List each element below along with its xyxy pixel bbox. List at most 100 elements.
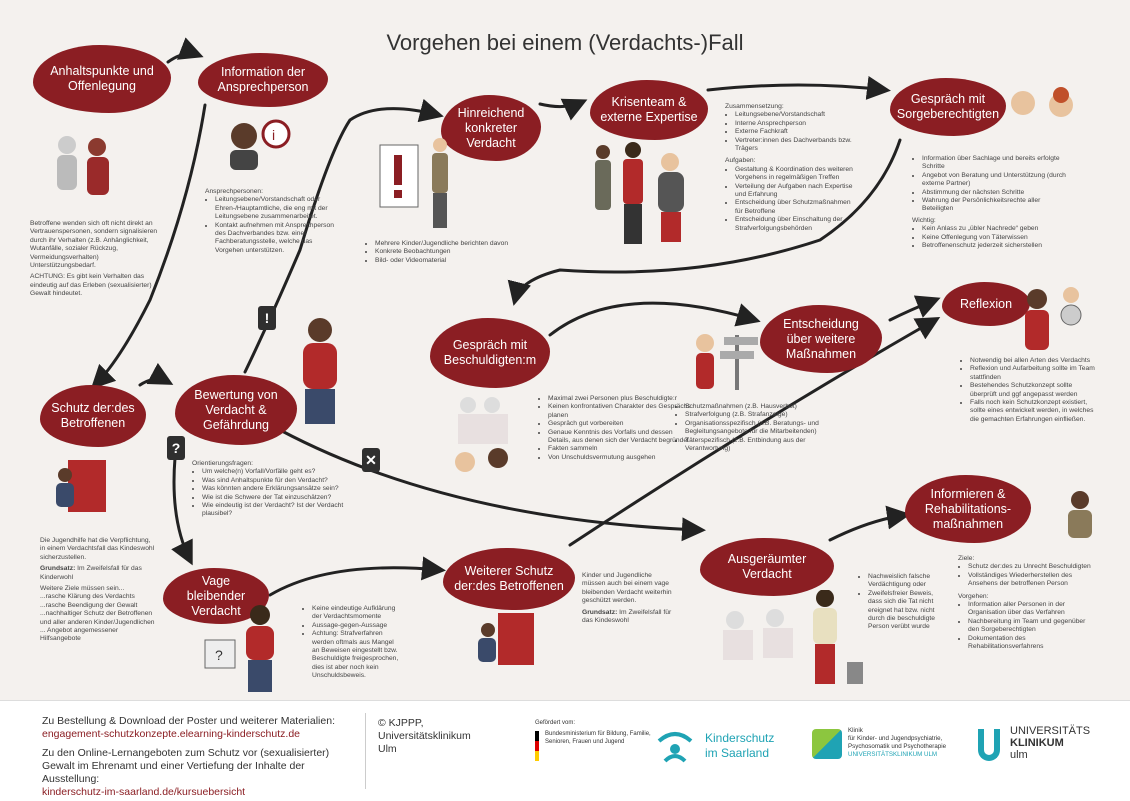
klinik-logo-icon [812, 729, 842, 759]
list-item: Nachweislich falsche Verdächtigung oder [868, 573, 948, 590]
arrow-sorge-besch [507, 138, 902, 306]
footer-uniklinikum: UNIVERSITÄTS KLINIKUM ulm [1010, 725, 1090, 761]
person-illustration-icon [595, 142, 684, 244]
list-item: Verteilung der Aufgaben nach Expertise u… [735, 183, 855, 200]
text-informieren: Ziele: Schutz der:des zu Unrecht Beschul… [958, 555, 1093, 651]
arrow-besch-entscheidung [548, 301, 761, 337]
schutz-ziele-heading: Weitere Ziele müssen sein... [40, 585, 125, 593]
footer-gefoerdert: Gefördert vom: [535, 720, 576, 726]
list-item: Notwendig bei allen Arten des Verdachts [970, 357, 1100, 365]
person-illustration-icon: ? [204, 605, 274, 692]
list-item: Dokumentation des Rehabilitationsverfahr… [968, 635, 1093, 652]
kinderschutz-logo-icon [657, 732, 693, 763]
arrow-bewertung-ausger [278, 428, 706, 542]
list-item: Kein Anlass zu „übler Nachrede“ geben [922, 225, 1072, 233]
list-item: Falls noch kein Schutzkonzept existiert,… [970, 399, 1100, 424]
list-item: ...nachhaltiger Schutz der Betroffenen u… [40, 610, 155, 626]
node-gespraech-sorge: Gespräch mit Sorgeberechtigten [890, 78, 1006, 136]
list-item: Bild- oder Videomaterial [375, 257, 525, 265]
weiterer-schutz-grundsatz-text: Im Zweifelsfall für das Kindeswohl [582, 608, 672, 625]
list-item: Wie ist die Schwere der Tat einzuschätze… [202, 494, 372, 502]
list-item: Fakten sammeln [548, 445, 693, 453]
list-item: Vollständiges Wiederherstellen des Anseh… [968, 572, 1093, 589]
klinik-line-1: Klinik [848, 727, 863, 734]
person-illustration-icon [1025, 287, 1082, 350]
node-schutz: Schutz der:des Betroffenen [40, 385, 146, 447]
text-anhaltspunkte: Betroffene wenden sich oft nicht direkt … [30, 220, 160, 302]
node-weiterer-schutz: Weiterer Schutz der:des Betroffenen [443, 548, 575, 610]
list-item: ...rasche Beendigung der Gewalt [40, 601, 138, 609]
list-item: Schutzmaßnahmen (z.B. Hausverbot) [685, 403, 850, 411]
text-bewertung: Orientierungsfragen: Um welche(n) Vorfal… [192, 460, 372, 519]
arrow-hinreichend-krisenteam [538, 98, 588, 121]
text-gespraech-besch: Maximal zwei Personen plus Beschuldigte:… [538, 395, 693, 462]
arrow-krisenteam-sorge [706, 75, 891, 100]
list-item: Mehrere Kinder/Jugendliche berichten dav… [375, 240, 525, 248]
footer-divider [365, 713, 366, 789]
information-heading: Ansprechpersonen: [205, 188, 263, 195]
list-item: Organisationsspezifisch (z.B. Beratungs-… [685, 420, 850, 437]
node-reflexion: Reflexion [942, 282, 1030, 326]
kinderschutz-line-2: im Saarland [705, 746, 770, 760]
informieren-heading-ziele: Ziele: [958, 555, 975, 562]
arrow-ausger-informieren [828, 505, 911, 542]
list-item: Entscheidung über Einschaltung der Straf… [735, 216, 855, 233]
person-illustration-icon [379, 138, 448, 228]
list-item: Zweifelsfreier Beweis, dass sich die Tat… [868, 590, 948, 632]
svg-text:?: ? [215, 647, 223, 663]
text-weiterer-schutz: Kinder und Jugendliche müssen auch bei e… [582, 572, 677, 628]
list-item: Was sind Anhaltspunkte für den Verdacht? [202, 477, 372, 485]
list-item: Bestehendes Schutzkonzept sollte überprü… [970, 382, 1100, 399]
schutz-grundsatz-label: Grundsatz: [40, 565, 76, 573]
klinik-line-2: für Kinder- und Jugendpsychiatrie, [848, 735, 943, 742]
list-item: Was könnten andere Erklärungsansätze sei… [202, 485, 372, 493]
uni-line-2: KLINIKUM [1010, 737, 1064, 749]
person-illustration-icon [723, 590, 863, 684]
page-title: Vorgehen bei einem (Verdachts-)Fall [386, 30, 744, 55]
krisenteam-heading-2: Aufgaben: [725, 157, 756, 165]
schutz-description: Die Jugendhilfe hat die Verpflichtung, i… [40, 537, 155, 561]
flow-arrows [90, 37, 941, 597]
footer-order: Zu Bestellung & Download der Poster und … [42, 715, 362, 741]
arrow-weiter-reflexion [568, 317, 941, 547]
footer-online-link[interactable]: kinderschutz-im-saarland.de/kursuebersic… [42, 786, 246, 798]
list-item: Vertreter:innen des Dachverbands bzw. Tr… [735, 137, 855, 154]
list-item: Um welche(n) Vorfall/Vorfälle geht es? [202, 468, 372, 476]
list-item: Interne Ansprechperson [735, 120, 855, 128]
list-item: Wie eindeutig ist der Verdacht? Ist der … [202, 502, 372, 519]
text-ausgeraeumt: Nachweislich falsche Verdächtigung oder … [858, 573, 948, 632]
arrow-vage-weiter [268, 556, 446, 597]
bmfsfj-flag-icon [535, 731, 539, 761]
informieren-heading-vorgehen: Vorgehen: [958, 592, 989, 600]
footer-online-text: Zu den Online-Lernangeboten zum Schutz v… [42, 747, 330, 785]
list-item: Betroffenenschutz jederzeit sicherstelle… [922, 242, 1072, 250]
list-item: Leitungsebene/Vorstandschaft oder Ehren-… [215, 196, 340, 221]
list-item: Kontakt aufnehmen mit Ansprechperson des… [215, 222, 340, 256]
list-item: Maximal zwei Personen plus Beschuldigte:… [548, 395, 693, 403]
person-illustration-icon [696, 334, 758, 390]
list-item: Schutz der:des zu Unrecht Beschuldigten [968, 563, 1093, 571]
list-item: Aussage-gegen-Aussage [312, 622, 402, 630]
text-schutz: Die Jugendhilfe hat die Verpflichtung, i… [40, 537, 155, 644]
footer-kinderschutz: Kinderschutz im Saarland [705, 731, 774, 761]
list-item: Information über Sachlage und bereits er… [922, 155, 1072, 172]
text-information: Ansprechpersonen: Leitungsebene/Vorstand… [205, 188, 340, 255]
question-badge-icon: ? [167, 436, 185, 460]
arrow-bewertung-vage [171, 456, 193, 566]
person-illustration-icon [1068, 491, 1092, 538]
list-item: Strafverfolgung (z.B. Strafanzeige) [685, 411, 850, 419]
exclamation-badge-icon: ! [258, 306, 276, 330]
list-item: Information aller Personen in der Organi… [968, 601, 1093, 618]
footer-order-text: Zu Bestellung & Download der Poster und … [42, 715, 335, 727]
node-anhaltspunkte: Anhaltspunkte und Offenlegung [33, 45, 171, 113]
list-item: ...rasche Klärung des Verdachts [40, 593, 135, 601]
weiterer-schutz-grundsatz-label: Grundsatz: [582, 608, 618, 616]
list-item: Angebot von Beratung und Unterstützung (… [922, 172, 1072, 189]
arrow-schutz-bewertung [138, 362, 174, 387]
arrow-entscheidung-reflexion [888, 295, 941, 322]
uniklinikum-logo-icon [978, 729, 1000, 761]
list-item: Genaue Kenntnis des Vorfalls und dessen … [548, 429, 693, 446]
person-illustration-icon [303, 318, 337, 424]
footer-order-link[interactable]: engagement-schutzkonzepte.elearning-kind… [42, 728, 300, 740]
svg-text:i: i [272, 127, 275, 143]
